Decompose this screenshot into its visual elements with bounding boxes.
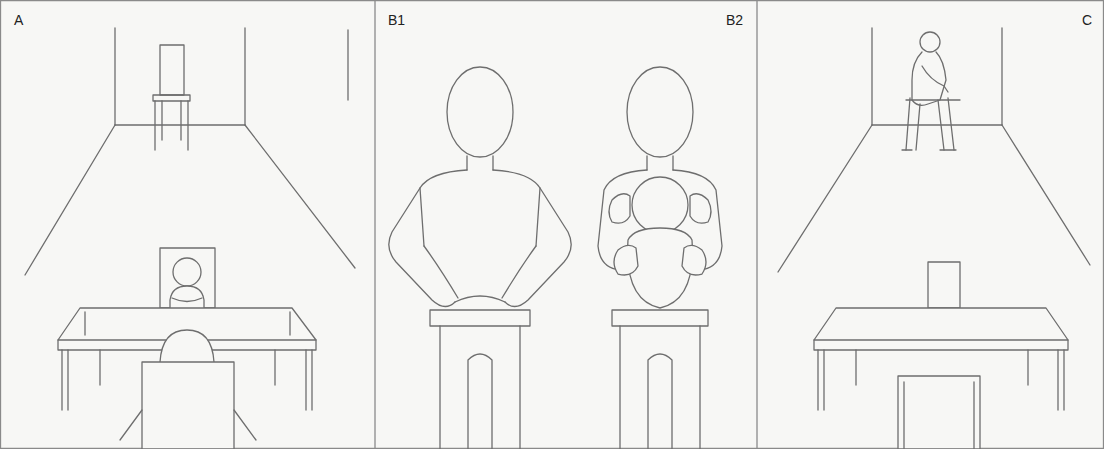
adult-back-view: [120, 330, 256, 449]
panel-divider: [756, 0, 757, 449]
adult-with-infant-b2: [598, 67, 722, 449]
room-c: [778, 28, 1090, 272]
panel-label: B2: [726, 12, 743, 28]
panel-label: C: [1082, 12, 1092, 28]
panel-label: A: [14, 12, 23, 28]
table-c: [814, 262, 1068, 449]
panel-divider: [374, 0, 375, 449]
adult-seated-back: [902, 32, 960, 150]
child-at-table: [160, 248, 215, 312]
room-a: [25, 28, 355, 275]
adult-figure-b1: [389, 67, 571, 449]
panel-label: B1: [388, 12, 405, 28]
